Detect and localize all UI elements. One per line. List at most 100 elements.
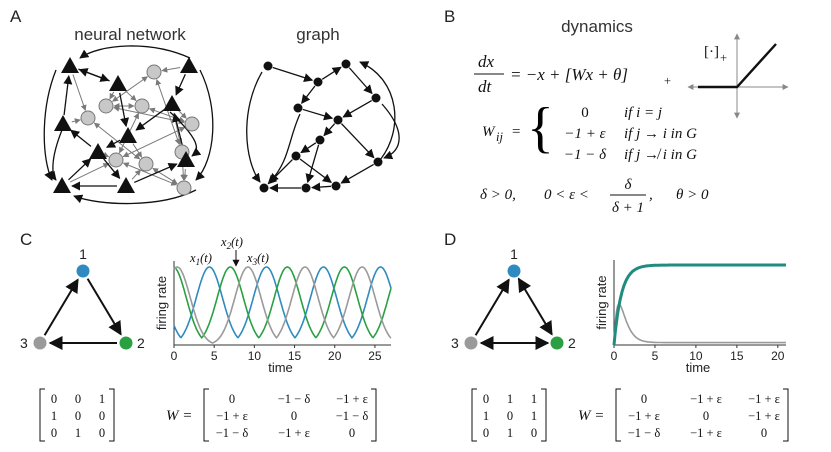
graph-nodes bbox=[259, 59, 383, 193]
d-W-right-bracket bbox=[783, 388, 789, 442]
nn-exc-edge bbox=[175, 73, 186, 96]
graph-edge bbox=[311, 182, 332, 192]
c-adj-left-bracket bbox=[39, 388, 45, 442]
nn-exc-to-inhib-edge bbox=[131, 169, 142, 180]
graph-node bbox=[301, 183, 311, 193]
nn-long-edge bbox=[47, 129, 63, 181]
nn-inhibitory-neuron bbox=[108, 152, 124, 168]
edge-3-to-1 bbox=[474, 278, 510, 336]
dynamics-title: dynamics bbox=[561, 17, 633, 36]
c-W-cell: 0 bbox=[349, 426, 355, 440]
relu-label-sub: + bbox=[720, 51, 727, 65]
d-teal-line bbox=[612, 263, 786, 346]
c-series-3-line bbox=[173, 266, 392, 344]
d-x-tick-label: 20 bbox=[771, 349, 785, 363]
d-graph: 123 bbox=[451, 246, 576, 351]
d-x-label: time bbox=[686, 360, 711, 375]
c-adj-cell: 0 bbox=[75, 409, 81, 423]
graph-edge bbox=[272, 66, 314, 83]
graph-long-edge bbox=[381, 103, 400, 160]
nn-excitatory-neuron bbox=[89, 143, 107, 159]
node-3 bbox=[464, 336, 478, 350]
graph-edge bbox=[342, 99, 372, 118]
c-series-1-label: x1(t) bbox=[189, 251, 212, 267]
c-y-label: firing rate bbox=[154, 276, 169, 330]
nn-exc-edge bbox=[70, 129, 92, 147]
graph-edge bbox=[321, 66, 342, 80]
nn-inhib-edge bbox=[112, 76, 148, 102]
nn-inhib-edge bbox=[122, 162, 178, 186]
c-x-tick-label: 15 bbox=[288, 349, 302, 363]
nn-excitatory-neuron bbox=[119, 127, 137, 143]
nn-exc-to-inhib-edge bbox=[181, 168, 188, 181]
graph-edge bbox=[300, 142, 317, 154]
nn-inhibitory-neuron bbox=[134, 98, 150, 114]
nn-long-edge bbox=[43, 69, 57, 181]
graph-node bbox=[291, 151, 301, 161]
constraint-frac-den: δ + 1 bbox=[612, 200, 644, 216]
node-3-label: 3 bbox=[20, 335, 28, 351]
nn-inhibitory-neuron bbox=[184, 116, 200, 132]
graph-long-edge bbox=[246, 71, 263, 183]
c-adj-cell: 1 bbox=[75, 426, 81, 440]
c-W-label: W = bbox=[166, 408, 192, 424]
nn-inhibitory-neuron bbox=[146, 64, 162, 80]
nn-inhib-edge bbox=[152, 167, 178, 185]
graph-node bbox=[293, 103, 303, 113]
d-W-cell: 0 bbox=[761, 426, 767, 440]
c-series-2-label: x2(t) bbox=[220, 235, 243, 251]
graph-edge bbox=[302, 108, 334, 121]
d-W-cell: −1 + ε bbox=[690, 426, 722, 440]
d-adj-cell: 0 bbox=[483, 392, 489, 406]
panel-letter-d: D bbox=[444, 230, 456, 249]
nn-exc-to-inhib-edge bbox=[178, 110, 187, 119]
d-adj-right-bracket bbox=[541, 388, 547, 442]
nn-long-edge bbox=[169, 111, 202, 157]
node-1-label: 1 bbox=[510, 246, 518, 262]
c-x-tick-label: 20 bbox=[328, 349, 342, 363]
nn-inhibitory-neuron bbox=[98, 98, 114, 114]
c-adj-cell: 1 bbox=[51, 409, 57, 423]
nn-exc-edge bbox=[106, 139, 121, 148]
graph-edge bbox=[323, 123, 336, 137]
nn-excitatory-neuron bbox=[61, 57, 79, 73]
nn-exc-to-inhib-edge bbox=[109, 91, 116, 100]
neural-network-title: neural network bbox=[74, 25, 186, 44]
nn-exc-edge bbox=[133, 163, 178, 184]
c-adj-right-bracket bbox=[109, 388, 115, 442]
c-adj-cell: 0 bbox=[99, 409, 105, 423]
constraint-eps: 0 < ε < bbox=[544, 187, 589, 203]
neural-network-nodes bbox=[53, 57, 200, 196]
c-adj-cell: 1 bbox=[99, 392, 105, 406]
eq-rhs-sub: + bbox=[664, 74, 671, 88]
d-adj-cell: 1 bbox=[483, 409, 489, 423]
d-x-tick-label: 15 bbox=[730, 349, 744, 363]
panel-b: B dynamics dx dt = −x + [Wx + θ] + [·] +… bbox=[444, 7, 789, 216]
graph-edges bbox=[246, 61, 400, 193]
graph-edge bbox=[299, 158, 332, 183]
case-2-cond: if j → i in G bbox=[624, 126, 697, 142]
nn-inhib-edge bbox=[155, 78, 181, 146]
d-W-left-bracket bbox=[615, 388, 621, 442]
case-3-value: −1 − δ bbox=[564, 147, 607, 163]
node-3-label: 3 bbox=[451, 335, 459, 351]
nn-inhibitory-neuron bbox=[138, 156, 154, 172]
nn-exc-edge bbox=[135, 108, 166, 131]
relu-label: [·] bbox=[704, 44, 719, 60]
d-adj-cell: 0 bbox=[531, 426, 537, 440]
graph-title: graph bbox=[296, 25, 339, 44]
c-x-label: time bbox=[268, 360, 293, 375]
case-2-value: −1 + ε bbox=[564, 126, 605, 142]
constraint-theta: θ > 0 bbox=[676, 187, 709, 203]
nn-excitatory-neuron bbox=[53, 177, 71, 193]
graph-node bbox=[313, 77, 323, 87]
d-gray-line bbox=[613, 303, 786, 346]
d-adj-cell: 1 bbox=[507, 426, 513, 440]
d-adj-cell: 0 bbox=[483, 426, 489, 440]
graph-edge bbox=[348, 67, 373, 95]
c-cycle-graph: 123 bbox=[20, 246, 145, 351]
c-W-left-bracket bbox=[203, 388, 209, 442]
